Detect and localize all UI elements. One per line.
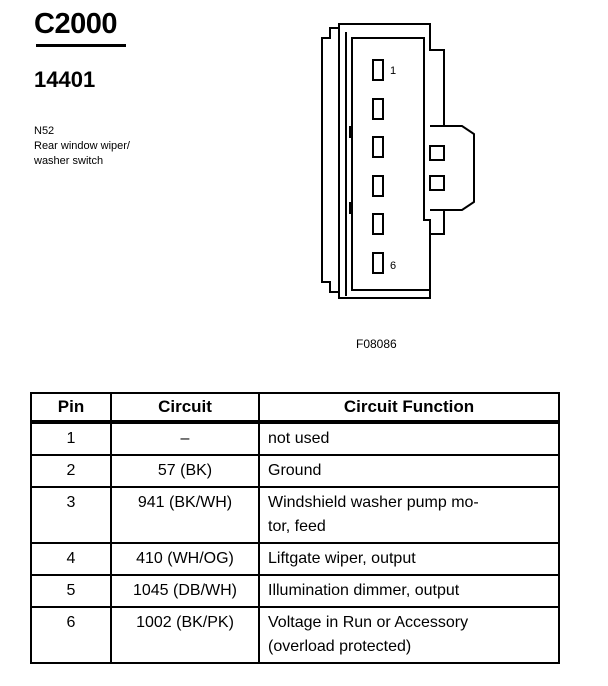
table-header-row: Pin Circuit Circuit Function	[30, 392, 560, 423]
table-row: 3 941 (BK/WH) Windshield washer pump mo-…	[30, 486, 560, 544]
function-cell: Liftgate wiper, output	[258, 542, 560, 576]
function-line: not used	[268, 430, 330, 447]
function-line: Windshield washer pump mo-	[268, 494, 479, 511]
function-line: Liftgate wiper, output	[268, 550, 416, 567]
pin-cell: 4	[30, 542, 112, 576]
latch-tab	[429, 175, 445, 191]
column-header-pin: Pin	[30, 392, 112, 423]
function-cell: Windshield washer pump mo- tor, feed	[258, 486, 560, 544]
function-line: Ground	[268, 462, 322, 479]
pin-cell: 3	[30, 486, 112, 544]
pin-cell: 2	[30, 454, 112, 488]
pin-cavity	[372, 175, 384, 197]
table-row: 5 1045 (DB/WH) Illumination dimmer, outp…	[30, 574, 560, 608]
connector-inner-wall	[351, 37, 431, 291]
connector-id-underline	[36, 44, 126, 47]
circuit-cell: –	[110, 421, 260, 456]
column-header-circuit-function: Circuit Function	[258, 392, 560, 423]
pin-cell: 1	[30, 421, 112, 456]
circuit-cell: 57 (BK)	[110, 454, 260, 488]
part-number: 14401	[34, 67, 96, 92]
pin-cell: 5	[30, 574, 112, 608]
table-row: 1 – not used	[30, 421, 560, 456]
pin-cavity	[372, 59, 384, 81]
function-line: (overload protected)	[268, 638, 412, 655]
description-line: washer switch	[34, 155, 104, 167]
function-cell: Illumination dimmer, output	[258, 574, 560, 608]
pin-cavity	[372, 136, 384, 158]
circuit-cell: 410 (WH/OG)	[110, 542, 260, 576]
function-line: Voltage in Run or Accessory	[268, 614, 469, 631]
table-row: 2 57 (BK) Ground	[30, 454, 560, 488]
connector-description: N52 Rear window wiper/ washer switch	[34, 124, 130, 169]
pin-cavity	[372, 213, 384, 235]
pin-label-1: 1	[390, 65, 396, 77]
function-cell: Voltage in Run or Accessory (overload pr…	[258, 606, 560, 664]
table-row: 4 410 (WH/OG) Liftgate wiper, output	[30, 542, 560, 576]
pin-label-6: 6	[390, 260, 396, 272]
connector-id: C2000	[34, 8, 117, 40]
circuit-cell: 1045 (DB/WH)	[110, 574, 260, 608]
column-header-circuit: Circuit	[110, 392, 260, 423]
figure-code: F08086	[356, 337, 397, 351]
latch-tab	[429, 145, 445, 161]
description-line: N52	[34, 125, 55, 137]
pinout-table: Pin Circuit Circuit Function 1 – not use…	[30, 392, 560, 664]
connector-outer-body	[321, 23, 475, 299]
function-line: tor, feed	[268, 518, 326, 535]
function-cell: not used	[258, 421, 560, 456]
connector-latch	[430, 125, 444, 211]
polarizing-key	[349, 126, 353, 138]
description-line: Rear window wiper/	[34, 140, 130, 152]
pin-cavity	[372, 98, 384, 120]
connector-face-diagram: 1 6	[321, 23, 475, 299]
pin-cell: 6	[30, 606, 112, 664]
pin-cavity	[372, 252, 384, 274]
function-line: Illumination dimmer, output	[268, 582, 460, 599]
circuit-cell: 941 (BK/WH)	[110, 486, 260, 544]
circuit-cell: 1002 (BK/PK)	[110, 606, 260, 664]
function-cell: Ground	[258, 454, 560, 488]
table-row: 6 1002 (BK/PK) Voltage in Run or Accesso…	[30, 606, 560, 664]
polarizing-key	[349, 202, 353, 214]
